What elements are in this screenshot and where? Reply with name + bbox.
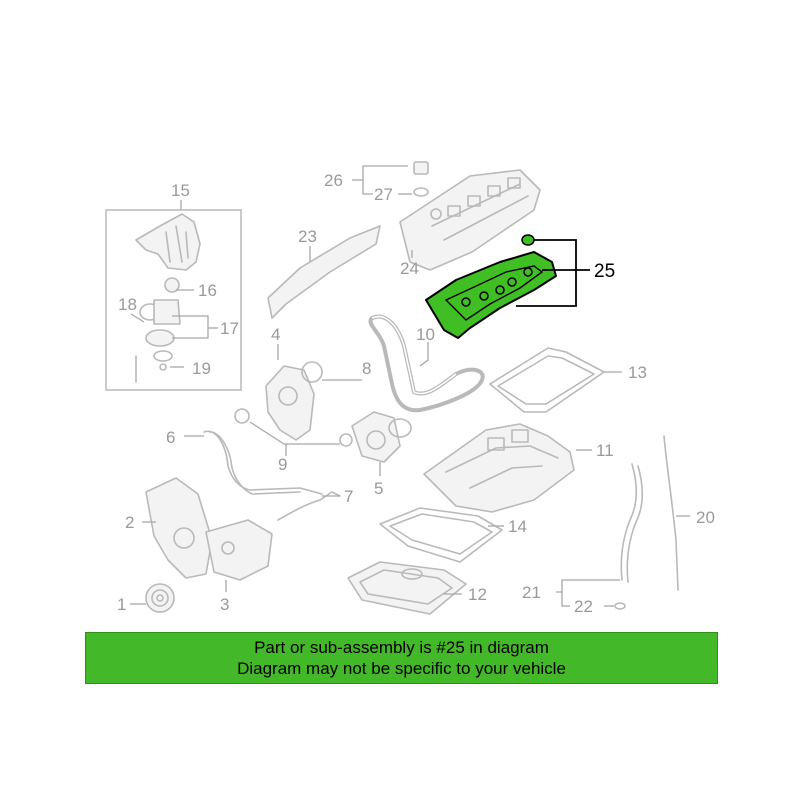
oil-pump-group (105, 200, 242, 391)
group-box-15 (105, 209, 242, 391)
banner-line-disclaimer: Diagram may not be specific to your vehi… (237, 659, 566, 678)
part-21-tube (620, 463, 638, 581)
callout-13: 13 (628, 363, 647, 382)
part-23-cover (267, 225, 381, 319)
callout-18: 18 (118, 295, 137, 314)
part-6-gasket (203, 430, 323, 495)
callout-26: 26 (324, 171, 343, 190)
part-12-oil-pan (347, 561, 467, 615)
callout-10: 10 (416, 325, 435, 344)
callout-1: 1 (117, 595, 126, 614)
part-27-seal (413, 187, 429, 197)
callout-6: 6 (166, 428, 175, 447)
part-4-cover (265, 344, 315, 441)
callout-9: 9 (278, 455, 287, 474)
callout-8: 8 (362, 359, 371, 378)
part-11-oil-pan-upper (423, 423, 592, 513)
part-17-cartridge (153, 299, 181, 325)
part-16-filter (164, 277, 180, 293)
part-8-seal (301, 361, 323, 383)
part-20-dipstick (663, 435, 679, 591)
callout-24: 24 (400, 259, 419, 278)
info-banner: Part or sub-assembly is #25 in diagram D… (85, 632, 718, 684)
part-25-valve-cover-gasket-highlighted (425, 234, 557, 339)
callout-12: 12 (468, 585, 487, 604)
callout-22: 22 (574, 597, 593, 616)
callout-19: 19 (192, 359, 211, 378)
banner-line-part-number: Part or sub-assembly is #25 in diagram (254, 638, 549, 657)
part-7-gasket (277, 491, 341, 521)
part-9-ring (234, 408, 250, 424)
part-5-water-pump (351, 411, 412, 476)
callout-2: 2 (125, 513, 134, 532)
callout-20: 20 (696, 508, 715, 527)
part-14-gasket (379, 507, 503, 563)
callout-25-highlighted: 25 (594, 261, 615, 282)
callout-5: 5 (374, 479, 383, 498)
part-24-valve-cover (399, 169, 541, 271)
callout-11: 11 (596, 441, 614, 460)
callout-27: 27 (374, 185, 393, 204)
callout-4: 4 (271, 325, 280, 344)
callout-14: 14 (508, 517, 527, 536)
part-26-cap (413, 161, 429, 175)
part-2-timing-cover (142, 477, 213, 579)
part-3-bracket (205, 519, 273, 592)
callout-17: 17 (220, 319, 239, 338)
callout-7: 7 (344, 487, 353, 506)
callout-15: 15 (171, 181, 190, 200)
part-1-crank-pulley (130, 583, 175, 613)
callout-23: 23 (298, 227, 317, 246)
callout-16: 16 (198, 281, 217, 300)
callout-3: 3 (220, 595, 229, 614)
callout-21: 21 (522, 583, 541, 602)
part-22-seal (614, 602, 626, 610)
